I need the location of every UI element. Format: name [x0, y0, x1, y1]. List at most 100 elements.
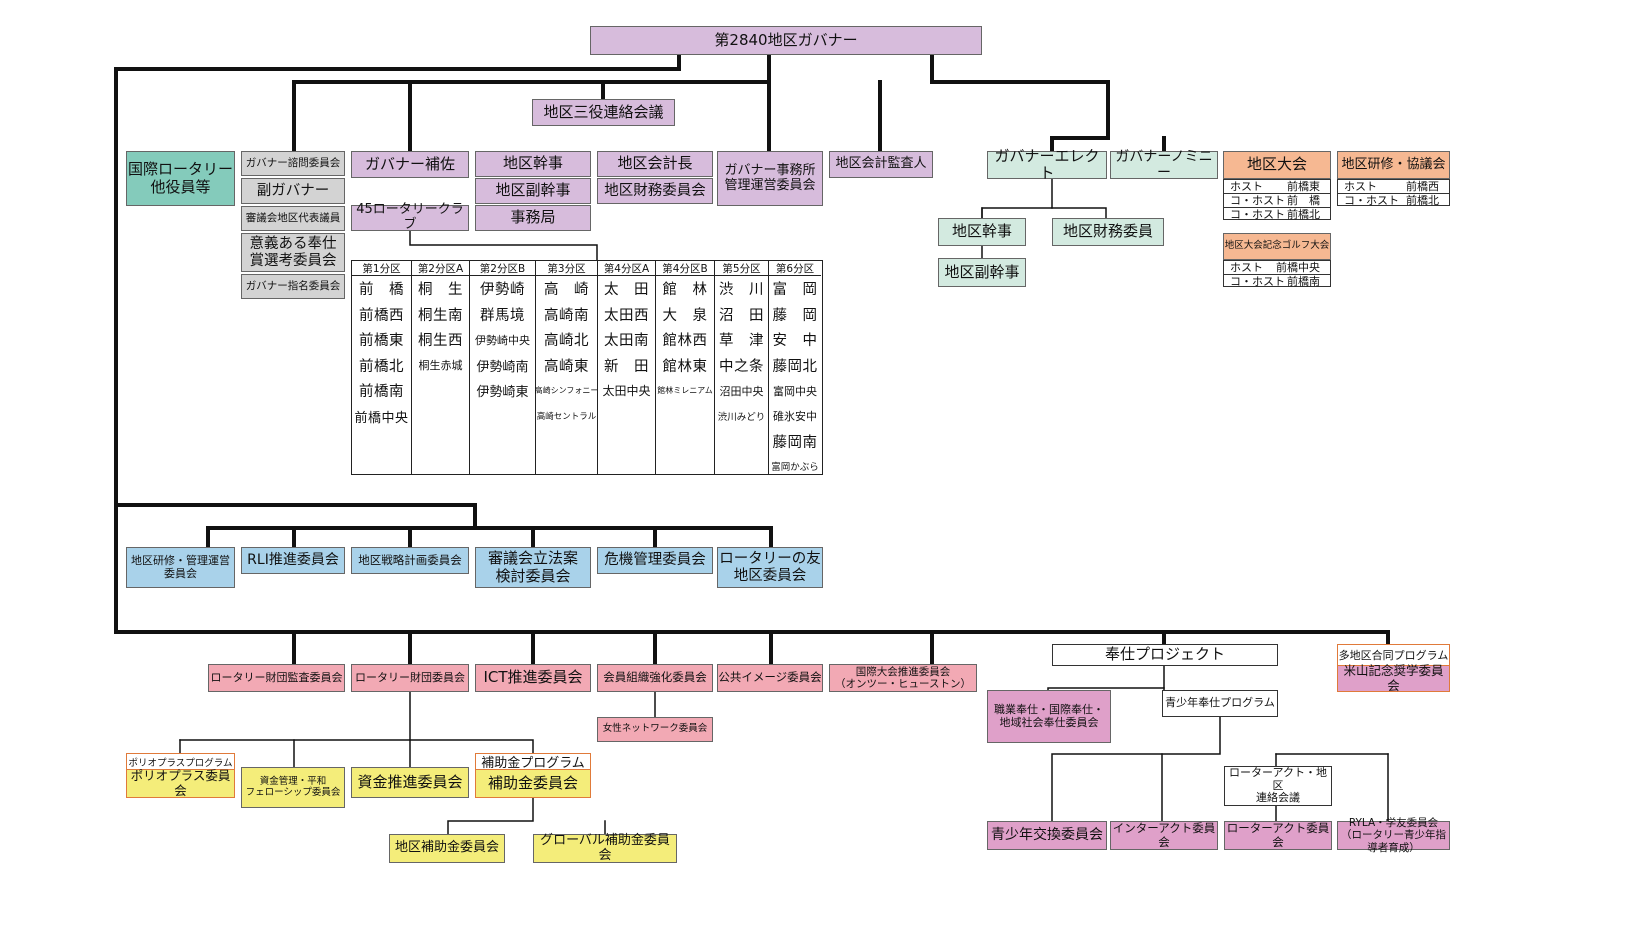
club-name: 館林ミレニアム — [657, 386, 713, 396]
host-row: コ・ホスト前橋南 — [1224, 274, 1330, 288]
group-header: 第2分区A — [412, 261, 469, 276]
club-name: 藤岡南 — [772, 435, 818, 452]
group-column: 第3分区 高 崎 高崎南 高崎北 高崎東 高崎シンフォニー 高崎セントラル — [534, 261, 599, 474]
group-column: 第4分区A 太 田 太田西 太田南 新 田 太田中央 — [597, 261, 655, 474]
host-club: 前橋北 — [1287, 208, 1320, 221]
three-roles-council-box: 地区三役連絡会議 — [532, 99, 675, 126]
group-column: 第6分区 富 岡 藤 岡 安 中 藤岡北 富岡中央 碓氷安中 藤岡南 富岡かぶら — [768, 261, 821, 474]
club-name: 高崎南 — [544, 307, 589, 324]
host-row: ホスト前橋中央 — [1224, 261, 1330, 274]
gov-advisory-box: ガバナー諮問委員会 — [241, 151, 345, 176]
host-club: 前橋東 — [1287, 180, 1320, 193]
golf-box: 地区大会記念ゴルフ大会 — [1223, 233, 1331, 260]
club-name: 伊勢崎東 — [476, 385, 529, 401]
group-header: 第6分区 — [769, 261, 821, 276]
host-row: コ・ホスト前 橋 — [1224, 193, 1330, 207]
grants-program-label: 補助金プログラム — [475, 753, 591, 771]
club-name: 高崎シンフォニー — [534, 386, 599, 396]
treasurer-box: 地区会計長 — [597, 151, 713, 177]
conference-hosts: ホスト 前橋東 コ・ホスト前 橋 コ・ホスト前橋北 — [1223, 179, 1331, 221]
intl-officers-box: 国際ロータリー 他役員等 — [126, 151, 235, 206]
multi-district-label: 多地区合同プログラム — [1337, 644, 1450, 665]
vice-governor-box: 副ガバナー — [241, 178, 345, 204]
club-name: 桐生赤城 — [418, 359, 463, 373]
host-row: ホスト 前橋東 — [1224, 180, 1330, 193]
host-club: 前橋南 — [1287, 275, 1320, 288]
yoneyama-committee: 米山記念奨学委員会 — [1337, 663, 1450, 692]
foundation-committee: ロータリー財団委員会 — [351, 664, 469, 692]
rli-committee: RLI推進委員会 — [241, 547, 345, 574]
club-name: 藤岡北 — [772, 358, 818, 375]
finance-committee-box: 地区財務委員会 — [597, 178, 713, 204]
training-assembly-box: 地区研修・協議会 — [1337, 151, 1450, 179]
club-name: 富 岡 — [772, 282, 818, 299]
club-name: 富岡かぶら — [771, 461, 819, 473]
club-name: 前 橋 — [359, 282, 404, 299]
club-name: 前橋中央 — [354, 410, 409, 426]
club-name: 桐生西 — [418, 333, 463, 350]
club-name: 富岡中央 — [773, 384, 817, 398]
gov-elect-box: ガバナーエレクト — [987, 147, 1107, 182]
gov-office-box: ガバナー事務所 管理運営委員会 — [717, 151, 823, 206]
fund-development-committee: 資金推進委員会 — [351, 767, 469, 798]
host-role: ホスト — [1230, 261, 1263, 274]
training-hosts: ホスト前橋西 コ・ホスト前橋北 — [1337, 179, 1450, 207]
club-name: 伊勢崎 — [480, 282, 525, 299]
membership-committee: 会員組織強化委員会 — [597, 664, 713, 692]
club-name: 中之条 — [719, 358, 764, 375]
club-name: 渋 川 — [719, 282, 764, 299]
group-column: 第4分区B 館 林 大 泉 館林西 館林東 館林ミレニアム — [655, 261, 714, 474]
group-header: 第3分区 — [536, 261, 597, 276]
foundation-audit-committee: ロータリー財団監査委員会 — [208, 664, 345, 692]
rotary-friend-committee: ロータリーの友 地区委員会 — [717, 547, 823, 588]
club-name: 前橋北 — [359, 358, 404, 375]
club-name: 群馬境 — [480, 307, 525, 324]
club-name: 高崎東 — [544, 358, 589, 375]
group-column: 第5分区 渋 川 沼 田 草 津 中之条 沼田中央 渋川みどり — [714, 261, 768, 474]
polio-program-label: ポリオプラスプログラム — [126, 753, 235, 769]
youth-exchange-committee: 青少年交換委員会 — [987, 821, 1107, 850]
meaningful-award-box: 意義ある奉仕 賞選考委員会 — [241, 233, 345, 272]
group-header: 第2分区B — [470, 261, 535, 276]
peace-fellowship-committee: 資金管理・平和 フェローシップ委員会 — [241, 767, 345, 808]
elect-finance-box: 地区財務委員 — [1052, 218, 1164, 246]
host-role: コ・ホスト — [1230, 194, 1285, 207]
conference-box: 地区大会 — [1223, 151, 1331, 179]
legislation-committee: 審議会立法案 検討委員会 — [475, 547, 591, 588]
club-name: 館林東 — [662, 358, 708, 375]
risk-management-committee: 危機管理委員会 — [597, 547, 713, 574]
club-name: 太田西 — [604, 307, 649, 324]
club-name: 前橋南 — [359, 384, 404, 401]
club-name: 高崎セントラル — [536, 412, 597, 423]
club-name: 伊勢崎南 — [476, 359, 529, 375]
secretariat-box: 事務局 — [475, 205, 591, 231]
global-grants-committee: グローバル補助金委員会 — [533, 833, 677, 863]
service-project-box: 奉仕プロジェクト — [1052, 644, 1278, 666]
club-name: 太田中央 — [602, 384, 651, 399]
club-name: 桐生南 — [418, 307, 463, 324]
club-name: 太田南 — [604, 333, 649, 350]
group-header: 第4分区B — [656, 261, 714, 276]
host-role: ホスト — [1230, 180, 1263, 193]
ict-committee: ICT推進委員会 — [475, 664, 591, 692]
clubs45-box: 45ロータリークラブ — [351, 202, 469, 232]
host-club: 前橋中央 — [1276, 261, 1320, 274]
club-name: 前橋東 — [359, 333, 404, 350]
club-name: 沼田中央 — [719, 384, 764, 398]
host-club: 前 橋 — [1287, 194, 1320, 207]
gov-nominee-box: ガバナーノミニー — [1110, 149, 1218, 181]
club-name: 高 崎 — [544, 282, 589, 299]
interact-committee: インターアクト委員会 — [1110, 821, 1218, 850]
club-name: 太 田 — [604, 282, 649, 299]
group-column: 第1分区 前 橋 前橋西 前橋東 前橋北 前橋南 前橋中央 — [352, 261, 411, 474]
host-club: 前橋西 — [1406, 180, 1439, 193]
district-vice-secretary-box: 地区副幹事 — [475, 178, 591, 204]
gov-nomination-box: ガバナー指名委員会 — [241, 274, 345, 299]
district-secretary-box: 地区幹事 — [475, 151, 591, 177]
club-name: 前橋西 — [359, 307, 404, 324]
youth-program-box: 青少年奉仕プログラム — [1162, 690, 1278, 717]
convention-committee: 国際大会推進委員会 （オンツー・ヒューストン） — [829, 664, 977, 692]
host-club: 前橋北 — [1406, 194, 1439, 207]
club-name: 安 中 — [772, 333, 818, 350]
